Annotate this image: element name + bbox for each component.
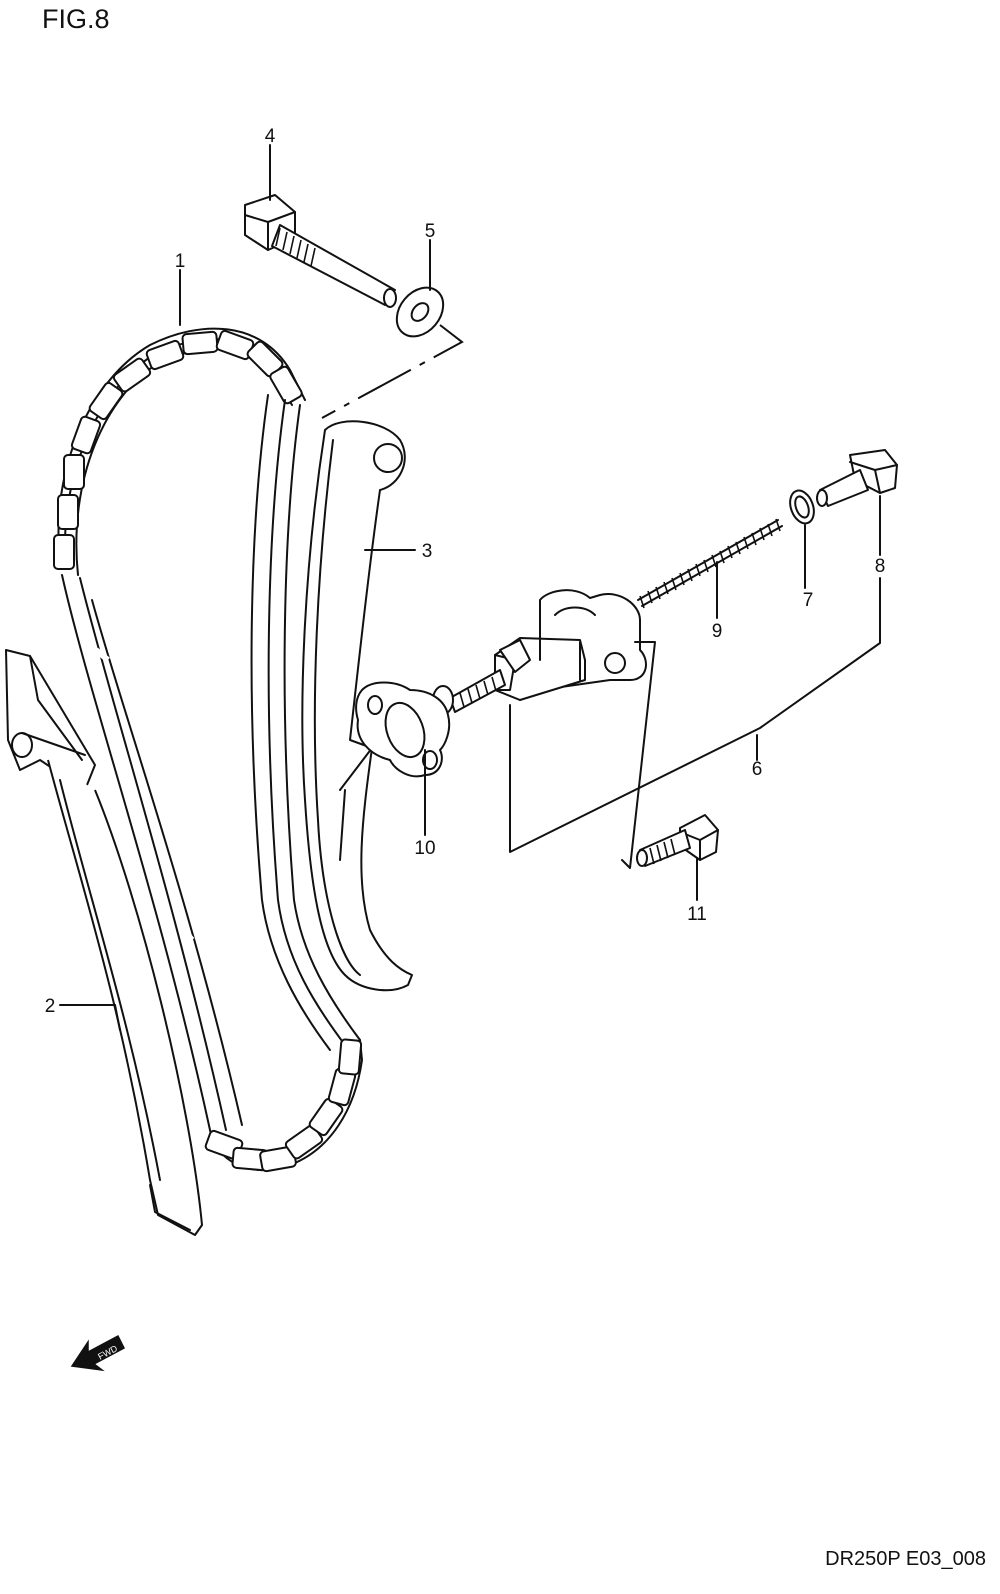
cap-bolt xyxy=(816,449,898,507)
fwd-arrow: FWD xyxy=(70,1334,125,1372)
cam-chain xyxy=(53,327,363,1173)
callouts: 1 2 3 4 5 6 7 8 9 10 11 xyxy=(45,126,886,1017)
callout-11: 11 xyxy=(687,904,707,925)
drawing-code: DR250P E03_008 xyxy=(825,1548,986,1570)
callout-6: 6 xyxy=(752,759,763,780)
tensioner-guide xyxy=(301,420,413,992)
callout-4: 4 xyxy=(265,126,276,147)
tensioner-spring xyxy=(637,518,783,609)
guide-bolt xyxy=(244,194,397,308)
callout-7: 7 xyxy=(803,590,814,611)
bracket-line-tensioner xyxy=(621,641,656,869)
callout-3: 3 xyxy=(422,541,433,562)
callout-2: 2 xyxy=(45,996,56,1017)
callout-5: 5 xyxy=(425,221,436,242)
mounting-bolt xyxy=(636,814,719,867)
alignment-line-bolt xyxy=(321,324,464,419)
chain-guide xyxy=(5,649,203,1236)
callout-9: 9 xyxy=(712,621,723,642)
figure-title: FIG.8 xyxy=(42,4,110,34)
bracket-line-assembly xyxy=(509,577,881,853)
washer xyxy=(395,286,445,338)
tensioner-assembly xyxy=(432,589,647,715)
o-ring xyxy=(789,489,815,525)
callout-1: 1 xyxy=(175,251,186,272)
callout-8: 8 xyxy=(875,556,886,577)
callout-10: 10 xyxy=(414,838,435,859)
leader-lines xyxy=(59,144,881,1031)
